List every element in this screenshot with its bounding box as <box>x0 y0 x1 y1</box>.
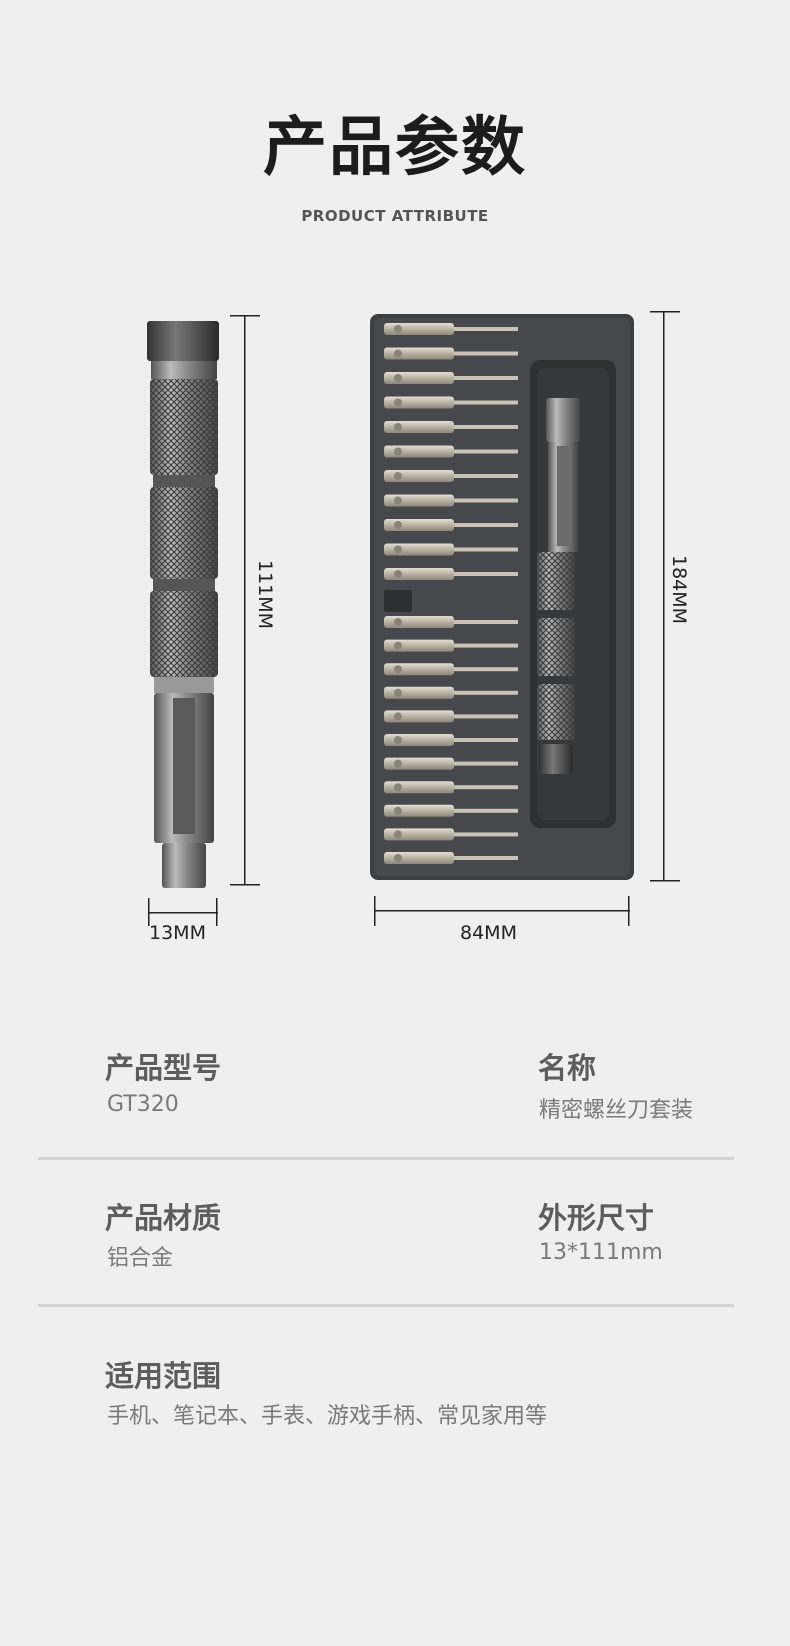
spec-size-value: 13*111mm <box>539 1240 663 1265</box>
screwdriver-handle <box>147 321 219 888</box>
bit-rows <box>384 323 518 864</box>
bit-item <box>384 757 518 770</box>
bit-item <box>384 852 518 864</box>
bit-item <box>384 804 518 817</box>
spec-name-label: 名称 <box>538 1051 597 1085</box>
bit-item <box>384 396 518 409</box>
product-illustration <box>147 311 680 926</box>
bit-item <box>384 734 518 746</box>
handle-width-label: 13MM <box>149 922 206 944</box>
bit-item <box>384 663 518 676</box>
spec-model-label: 产品型号 <box>105 1051 222 1085</box>
bit-item <box>384 686 518 699</box>
bit-item <box>384 616 518 628</box>
bit-item <box>384 421 518 433</box>
page-subtitle: PRODUCT ATTRIBUTE <box>301 207 489 225</box>
divider <box>38 1157 734 1160</box>
bit-item <box>384 519 518 531</box>
spec-material-label: 产品材质 <box>105 1201 222 1235</box>
spec-size-label: 外形尺寸 <box>538 1201 655 1235</box>
spec-usage-value: 手机、笔记本、手表、游戏手柄、常见家用等 <box>107 1404 548 1429</box>
bit-item <box>384 445 518 458</box>
bit-item <box>384 710 518 723</box>
bit-item <box>384 494 518 507</box>
bit-item <box>384 372 518 384</box>
case-height-label: 184MM <box>668 555 690 625</box>
case-width-label: 84MM <box>460 922 517 944</box>
handle-length-label: 111MM <box>254 560 276 630</box>
bit-item <box>384 639 518 652</box>
divider <box>38 1304 734 1307</box>
bit-item <box>384 470 518 482</box>
spec-material-value: 铝合金 <box>107 1246 174 1271</box>
spec-model-value: GT320 <box>107 1092 179 1117</box>
bit-item <box>384 543 518 556</box>
bit-item <box>384 781 518 794</box>
bit-item <box>384 828 518 841</box>
bit-item <box>384 323 518 335</box>
page-title: 产品参数 <box>263 111 527 185</box>
bit-item <box>384 347 518 360</box>
spec-usage-label: 适用范围 <box>105 1359 222 1393</box>
spec-name-value: 精密螺丝刀套装 <box>539 1098 694 1123</box>
bit-item <box>384 568 518 580</box>
